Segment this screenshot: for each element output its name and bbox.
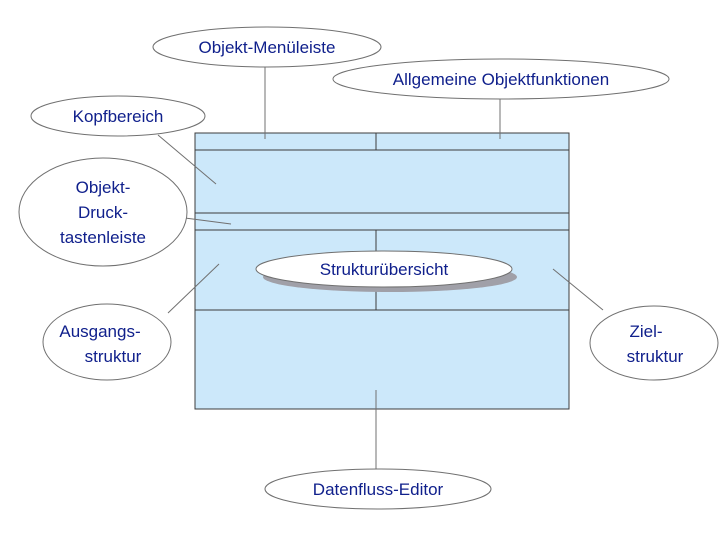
callout-bubble <box>255 250 513 288</box>
callout-label: Allgemeine Objektfunktionen <box>393 70 609 89</box>
menu-bar-panel <box>194 132 570 151</box>
callout-allgemeine-objektfunktionen: Allgemeine Objektfunktionen <box>332 58 670 100</box>
leader-ausgangsstruktur <box>167 263 220 314</box>
callout-label: Kopfbereich <box>73 107 164 126</box>
callout-bubble <box>589 305 719 381</box>
callout-bubble <box>42 303 172 381</box>
callout-bubble <box>332 58 670 100</box>
callout-label-line-1: Objekt- <box>76 178 131 197</box>
leader-lines <box>157 66 604 470</box>
callout-drucktastenleiste: Objekt- Druck- tastenleiste <box>18 157 188 267</box>
callout-label-line-2: Druck- <box>78 203 128 222</box>
leader-drucktastenleiste <box>184 217 232 225</box>
callout-label-line-1: Ausgangs- <box>59 322 140 341</box>
callout-label-line-2: struktur <box>85 347 142 366</box>
callout-bubble <box>264 468 492 510</box>
callout-label: Objekt-Menüleiste <box>198 38 335 57</box>
button-bar-panel <box>194 212 570 231</box>
callout-label: Strukturübersicht <box>320 260 449 279</box>
leader-kopfbereich <box>157 134 217 185</box>
callout-bubble <box>30 95 206 137</box>
callout-label: Datenfluss-Editor <box>313 480 444 499</box>
callout-label-line-2: struktur <box>627 347 684 366</box>
callout-datenfluss-editor: Datenfluss-Editor <box>264 468 492 510</box>
callout-label-line-1: Ziel- <box>629 322 662 341</box>
dataflow-editor-panel <box>194 309 570 410</box>
callout-kopfbereich: Kopfbereich <box>30 95 206 137</box>
callout-bubble <box>18 157 188 267</box>
callout-strukturuebersicht: Strukturübersicht <box>255 250 517 292</box>
callout-zielstruktur: Ziel- struktur <box>589 305 719 381</box>
callout-bubble <box>152 26 382 68</box>
callout-ausgangsstruktur: Ausgangs- struktur <box>42 303 172 381</box>
header-panel <box>194 149 570 214</box>
callout-label-line-3: tastenleiste <box>60 228 146 247</box>
callout-objekt-menueleiste: Objekt-Menüleiste <box>152 26 382 68</box>
leader-zielstruktur <box>552 268 604 311</box>
